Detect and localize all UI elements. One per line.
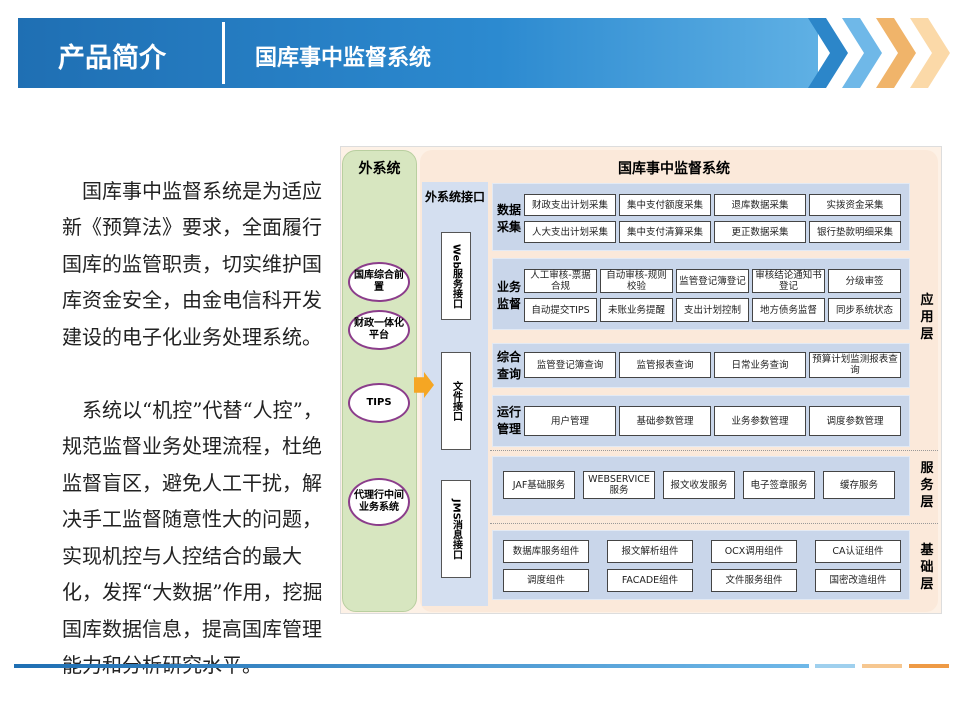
- row-label: 业务监督: [497, 280, 522, 311]
- module-cell: 分级审签: [828, 269, 901, 293]
- module-cell: OCX调用组件: [711, 540, 797, 563]
- layer-label-app: 应用层: [920, 293, 934, 342]
- module-cell: 审核结论通知书登记: [752, 269, 825, 293]
- chevron-icon: [842, 18, 882, 88]
- chevron-icon: [910, 18, 950, 88]
- module-cell: 报文收发服务: [663, 471, 735, 499]
- intro-text: 国库事中监督系统是为适应新《预算法》要求，全面履行国库的监管职责，切实维护国库资…: [62, 136, 332, 720]
- external-systems-title: 外系统: [358, 161, 401, 177]
- interface-title: 外系统接口: [424, 190, 485, 204]
- module-cell: 退库数据采集: [714, 194, 806, 216]
- external-systems-column: [342, 150, 417, 612]
- module-cell: 国密改造组件: [815, 569, 901, 592]
- layer-label-base: 基础层: [920, 543, 934, 592]
- module-cell: 银行垫款明细采集: [809, 221, 901, 243]
- divider: [490, 523, 938, 524]
- module-cell: JAF基础服务: [503, 471, 575, 499]
- layer-label-service: 服务层: [920, 461, 934, 510]
- arrow-icon: [414, 372, 434, 398]
- module-cell: 用户管理: [524, 406, 616, 436]
- module-cell: 实拨资金采集: [809, 194, 901, 216]
- module-cell: 自动提交TIPS: [524, 298, 597, 322]
- interface-item: JMS消息接口: [441, 480, 471, 578]
- module-cell: 日常业务查询: [714, 352, 806, 378]
- chevron-icon: [876, 18, 916, 88]
- page-title: 国库事中监督系统: [255, 46, 432, 71]
- module-cell: 数据库服务组件: [503, 540, 589, 563]
- row-label: 数据采集: [497, 203, 522, 234]
- row-label: 综合查询: [497, 350, 522, 381]
- row-query: 综合查询 监管登记簿查询监管报表查询日常业务查询预算计划监测报表查询: [492, 343, 910, 388]
- module-cell: FACADE组件: [607, 569, 693, 592]
- external-system: 财政一体化平台: [348, 310, 410, 350]
- footer-line: [909, 664, 949, 668]
- external-system: TIPS: [348, 383, 410, 423]
- interface-item: Web服务接口: [441, 232, 471, 320]
- header-bar: [18, 18, 818, 88]
- module-cell: 未账业务提醒: [600, 298, 673, 322]
- module-cell: 监管报表查询: [619, 352, 711, 378]
- module-cell: 人工审核-票据合规: [524, 269, 597, 293]
- module-cell: 支出计划控制: [676, 298, 749, 322]
- module-cell: 基础参数管理: [619, 406, 711, 436]
- row-services: JAF基础服务 WEBSERVICE服务报文收发服务电子签章服务缓存服务: [492, 456, 910, 516]
- system-title: 国库事中监督系统: [618, 161, 730, 177]
- module-cell: 缓存服务: [823, 471, 895, 499]
- module-cell: 地方债务监督: [752, 298, 825, 322]
- external-system: 国库综合前置: [348, 262, 410, 302]
- module-cell: 监管登记簿查询: [524, 352, 616, 378]
- module-cell: 电子签章服务: [743, 471, 815, 499]
- module-cell: 调度参数管理: [809, 406, 901, 436]
- footer-line: [815, 664, 855, 668]
- module-cell: 自动审核-规则校验: [600, 269, 673, 293]
- module-cell: 更正数据采集: [714, 221, 806, 243]
- header-divider: [222, 22, 225, 84]
- module-cell: WEBSERVICE服务: [583, 471, 655, 499]
- row-supervision: 业务监督 人工审核-票据合规自动审核-规则校验监管登记簿登记审核结论通知书登记分…: [492, 258, 910, 330]
- module-cell: 集中支付额度采集: [619, 194, 711, 216]
- module-cell: CA认证组件: [815, 540, 901, 563]
- module-cell: 人大支出计划采集: [524, 221, 616, 243]
- module-cell: 预算计划监测报表查询: [809, 352, 901, 378]
- interface-item: 文件接口: [441, 352, 471, 450]
- footer-line: [862, 664, 902, 668]
- module-cell: 调度组件: [503, 569, 589, 592]
- footer-line: [14, 664, 809, 668]
- module-cell: 财政支出计划采集: [524, 194, 616, 216]
- intro-paragraph: 系统以“机控”代替“人控”，规范监督业务处理流程，杜绝监督盲区，避免人工干扰，解…: [62, 397, 323, 678]
- section-title: 产品简介: [58, 43, 166, 74]
- intro-paragraph: 国库事中监督系统是为适应新《预算法》要求，全面履行国库的监管职责，切实维护国库资…: [62, 178, 322, 349]
- row-base: 数据库服务组件报文解析组件 OCX调用组件 CA认证组件调度组件 FACADE组件文件…: [492, 530, 910, 600]
- row-data-collection: 数据采集 财政支出计划采集集中支付额度采集退库数据采集实拨资金采集人大支出计划采…: [492, 183, 910, 251]
- module-cell: 业务参数管理: [714, 406, 806, 436]
- module-cell: 监管登记簿登记: [676, 269, 749, 293]
- row-ops: 运行管理 用户管理基础参数管理业务参数管理调度参数管理: [492, 395, 910, 447]
- module-cell: 报文解析组件: [607, 540, 693, 563]
- divider: [490, 450, 938, 451]
- module-cell: 文件服务组件: [711, 569, 797, 592]
- row-label: 运行管理: [497, 405, 522, 436]
- external-system: 代理行中间业务系统: [348, 478, 410, 526]
- module-cell: 同步系统状态: [828, 298, 901, 322]
- module-cell: 集中支付清算采集: [619, 221, 711, 243]
